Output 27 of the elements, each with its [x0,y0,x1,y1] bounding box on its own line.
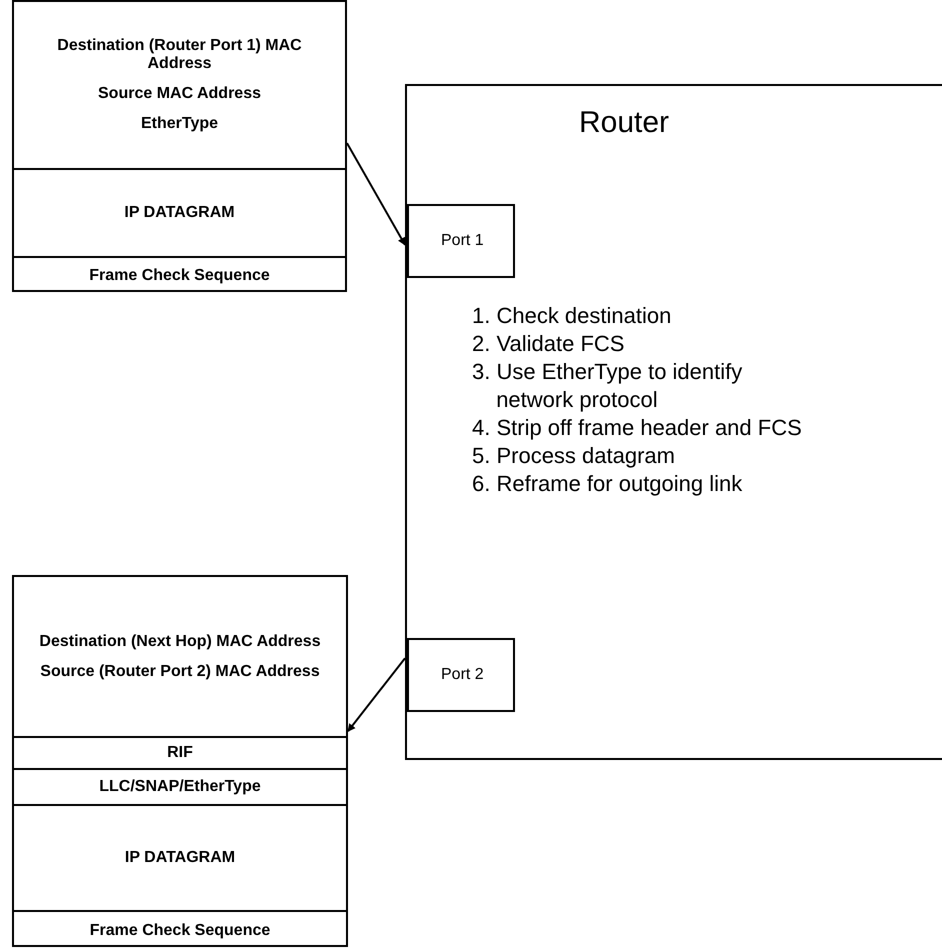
step-text: 3. Use EtherType to identify network protocol [472,358,744,414]
frame-box [12,0,347,292]
step-text: 2. Validate FCS [472,330,626,358]
arrow [347,658,406,732]
field-label: Destination (Router Port 1) MAC Address [56,37,303,73]
step-text: 4. Strip off frame header and FCS [472,414,803,442]
port-box [407,638,515,712]
frame-box [12,575,348,947]
step-text: 5. Process datagram [472,442,676,470]
field-label: EtherType [140,115,220,133]
field-label: Frame Check Sequence [88,267,271,285]
field-label: Frame Check Sequence [88,922,272,940]
field-label: LLC/SNAP/EtherType [98,778,262,796]
router-box [405,84,942,760]
field-label: Destination (Next Hop) MAC Address [38,632,322,650]
port-label: Port 1 [440,232,485,250]
port-box [407,204,515,278]
field-label: RIF [166,744,194,762]
field-label: Source MAC Address [97,85,262,103]
port-label: Port 2 [440,666,485,684]
arrow [346,142,406,246]
step-text: 6. Reframe for outgoing link [472,470,744,498]
step-text: 1. Check destination [472,302,672,330]
router-title: Router [579,108,670,138]
field-label: IP DATAGRAM [123,204,236,222]
field-label: IP DATAGRAM [124,849,236,867]
field-label: Source (Router Port 2) MAC Address [39,662,321,680]
